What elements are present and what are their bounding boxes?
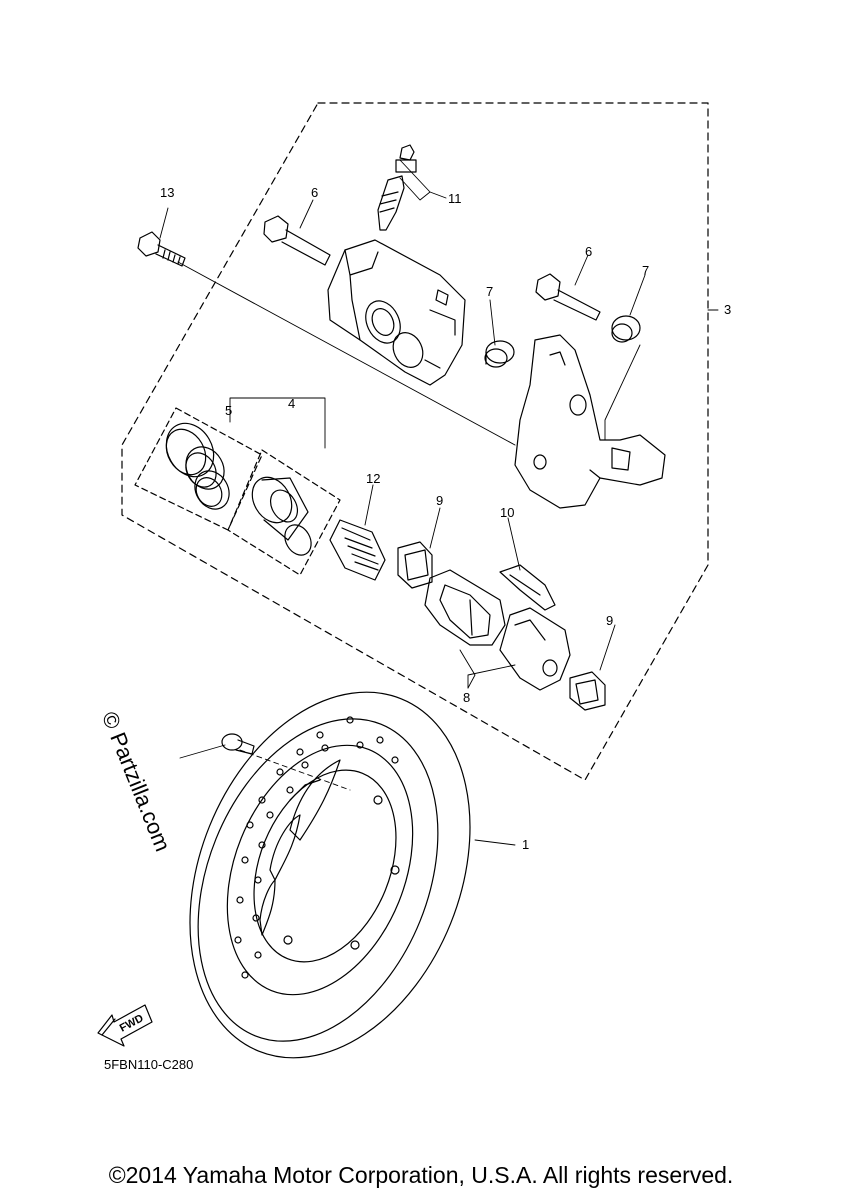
boot-7-left [484,340,515,368]
piston-seals-5 [165,422,230,510]
bleed-screw-11 [377,144,417,231]
callout-7-left: 7 [486,284,494,299]
callout-9-lower: 9 [606,613,614,628]
drawing-code: 5FBN110-C280 [104,1057,194,1072]
bolt-6-right [535,273,601,321]
caliper-body [327,239,466,386]
callout-12: 12 [366,471,381,486]
pad-spring-12 [329,519,386,581]
brake-disc-1 [189,691,471,1059]
brake-pad-right [499,607,571,691]
callout-1: 1 [522,837,530,852]
callout-8: 8 [463,690,471,705]
callout-9-upper: 9 [436,493,444,508]
callout-6-upper: 6 [311,185,319,200]
pad-shim-9-lower [569,671,606,711]
leader-lines [159,159,719,846]
boot-7-right [611,315,641,343]
piston-4 [251,476,312,556]
brake-pad-left [424,569,506,646]
callout-7-right: 7 [642,263,650,278]
rotor-screw [221,733,255,755]
disc-holes [234,716,400,979]
caliper-assembly-outline [121,102,709,781]
callout-5: 5 [225,403,233,418]
pad-clip-10 [499,564,556,611]
caliper-bracket [514,334,666,509]
callout-11: 11 [448,191,462,206]
fwd-arrow-icon [97,1004,153,1047]
copyright-notice: ©2014 Yamaha Motor Corporation, U.S.A. A… [108,1162,734,1188]
bolt-6-upper [263,215,331,266]
callout-6-right: 6 [585,244,593,259]
seal-kit-outline [134,407,263,531]
fwd-label: FWD [118,1012,146,1034]
callout-3: 3 [724,302,732,317]
bolt-13 [137,231,186,267]
pad-shim-9-upper [397,541,433,589]
callout-13: 13 [160,185,175,200]
piston-kit-outline [227,449,341,576]
callout-10: 10 [500,505,515,520]
callout-4: 4 [288,396,296,411]
